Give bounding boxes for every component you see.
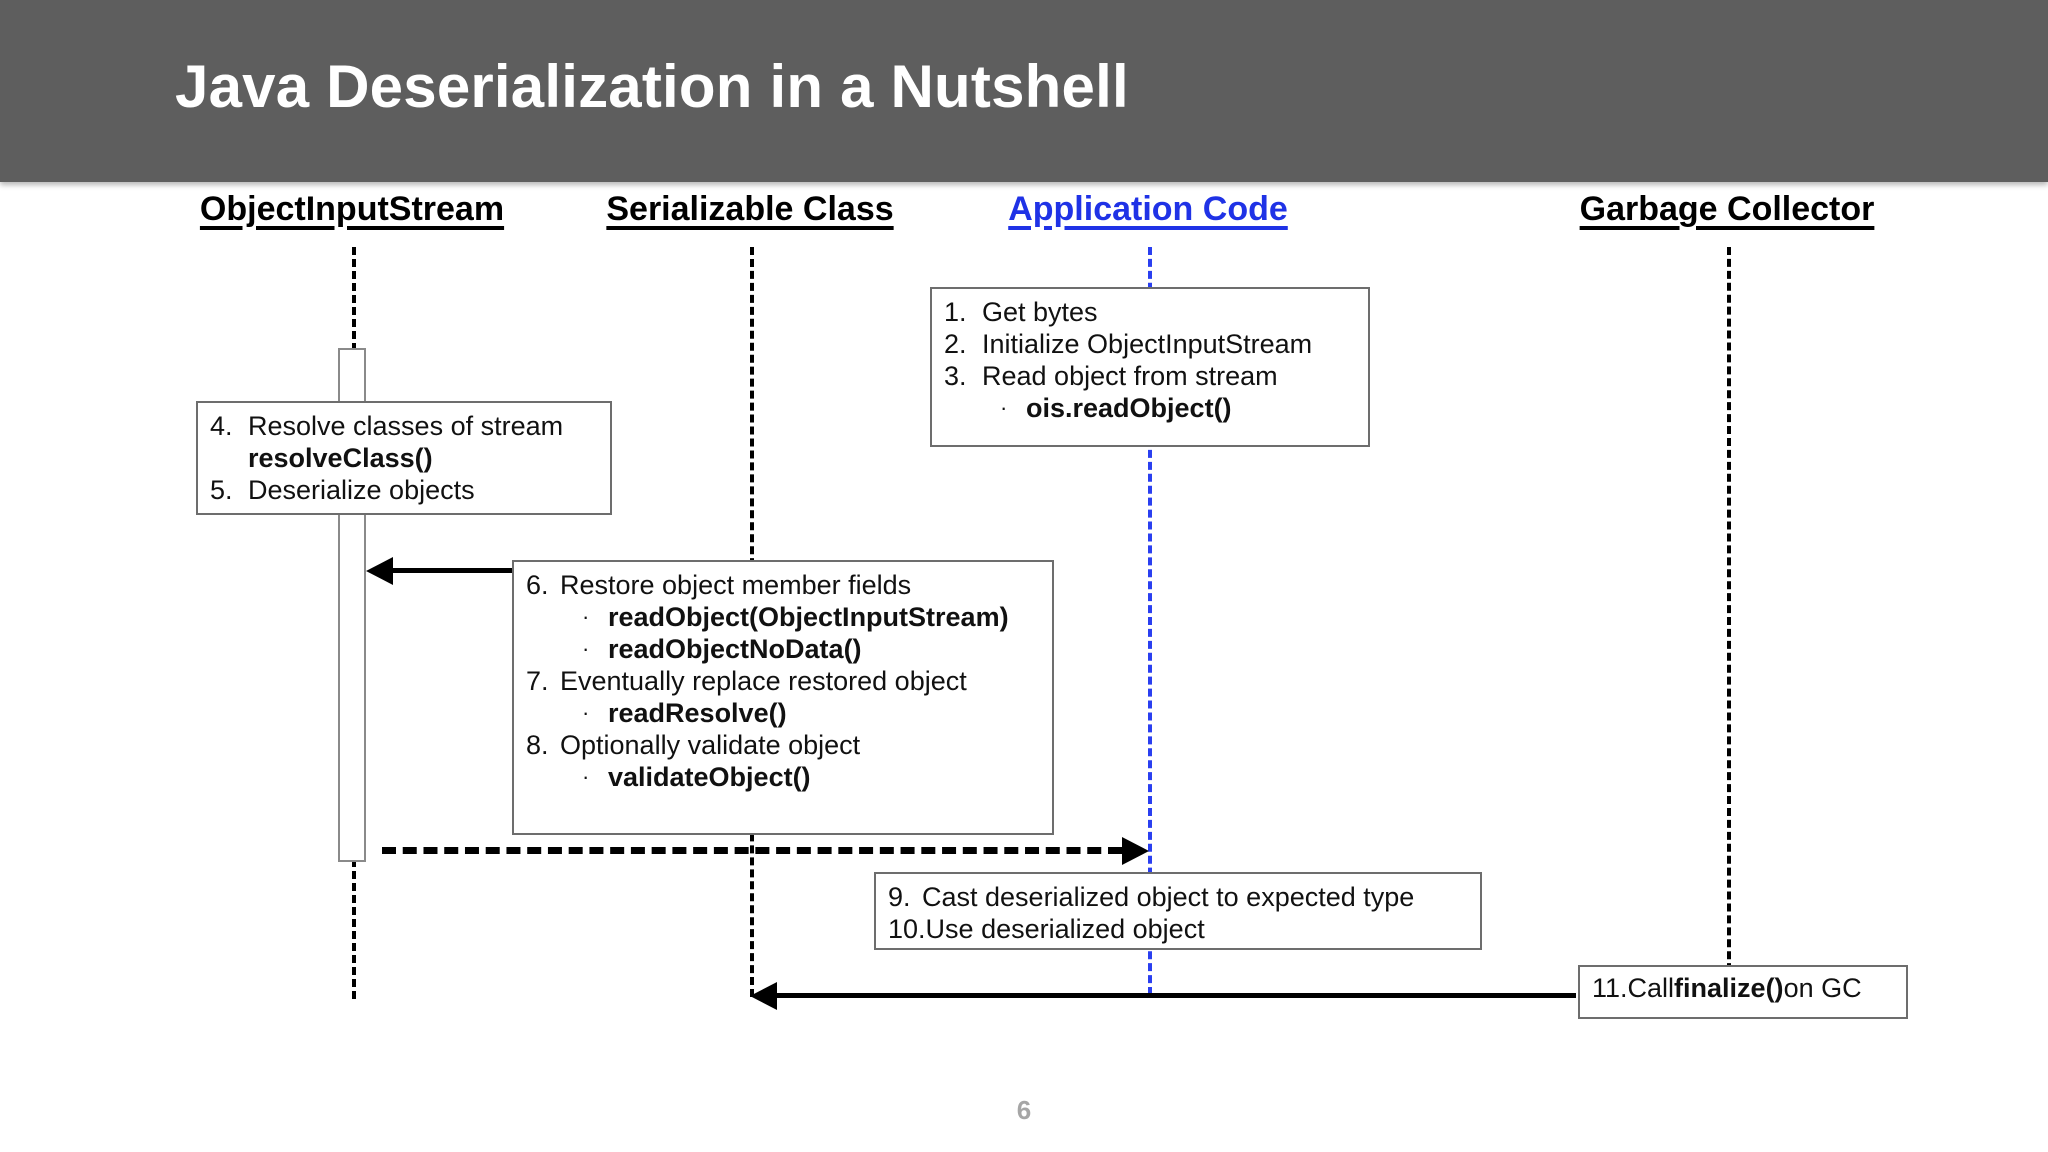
note-line-step-7: 7. Eventually replace restored object: [526, 665, 1042, 697]
note-sub-text: readObject(ObjectInputStream): [608, 602, 1009, 633]
bullet-icon: ·: [582, 636, 590, 662]
note-box-resolve-classes: 4. Resolve classes of stream resolveClas…: [196, 401, 612, 515]
note-sub-read-resolve: · readResolve(): [526, 697, 1042, 729]
note-box-finalize-on-gc: 11. Call finalize() on GC: [1578, 965, 1908, 1019]
note-step-number: 6.: [526, 570, 549, 600]
note-step-number: 10.: [888, 914, 926, 945]
lifeline-garbage-collector: [1727, 247, 1731, 995]
note-line-step-9: 9. Cast deserialized object to expected …: [888, 881, 1470, 913]
note-sub-validate-object: · validateObject(): [526, 761, 1042, 793]
note-step-text-method: finalize(): [1674, 973, 1784, 1003]
note-line-step-3: 3. Read object from stream: [944, 360, 1358, 392]
lifeline-header-serializable-class: Serializable Class: [606, 190, 894, 228]
note-step-number: 7.: [526, 666, 549, 697]
note-line-step-11: 11. Call finalize() on GC: [1592, 972, 1896, 1004]
note-sub-text: readObjectNoData(): [608, 634, 862, 665]
note-step-text: Use deserialized object: [925, 914, 1205, 945]
note-step-text-prefix: Call: [1627, 973, 1675, 1003]
note-sub-read-object-no-data: · readObjectNoData(): [526, 633, 1042, 665]
note-step-text: Cast deserialized object to expected typ…: [922, 882, 1415, 912]
bullet-icon: ·: [1000, 395, 1008, 421]
note-sub-text: ois.readObject(): [1026, 393, 1232, 424]
note-line-step-6: 6. Restore object member fields: [526, 569, 1042, 601]
note-sub-ois-readobject: · ois.readObject(): [944, 392, 1358, 424]
note-step-text-suffix: on GC: [1783, 973, 1862, 1003]
arrow-return-object-head-icon: [1122, 837, 1149, 865]
note-line-step-8: 8. Optionally validate object: [526, 729, 1042, 761]
note-line-step-2: 2. Initialize ObjectInputStream: [944, 328, 1358, 360]
note-sub-text: readResolve(): [608, 698, 787, 729]
note-line-resolve-class-method: resolveClass(): [248, 443, 433, 474]
note-step-text: Optionally validate object: [560, 730, 861, 761]
note-line-step-10: 10. Use deserialized object: [888, 913, 1470, 945]
note-step-text: Restore object member fields: [560, 570, 912, 600]
lifeline-application-code: [1148, 247, 1152, 995]
arrow-read-object-head-icon: [366, 557, 393, 585]
note-step-text: Eventually replace restored object: [560, 666, 967, 697]
note-box-restore-object: 6. Restore object member fields · readObj…: [512, 560, 1054, 835]
note-step-text: Resolve classes of stream: [248, 411, 564, 441]
lifeline-header-garbage-collector: Garbage Collector: [1579, 190, 1875, 228]
note-step-text: Get bytes: [982, 297, 1098, 327]
note-step-number: 5.: [210, 475, 233, 506]
note-step-number: 2.: [944, 329, 967, 360]
arrow-finalize-line: [776, 993, 1576, 998]
note-sub-read-object: · readObject(ObjectInputStream): [526, 601, 1042, 633]
note-step-text: Initialize ObjectInputStream: [982, 329, 1313, 360]
note-step-number: 3.: [944, 361, 967, 392]
sequence-diagram: ObjectInputStream Serializable Class App…: [0, 182, 2048, 1152]
arrow-return-object-line: [382, 847, 1122, 854]
bullet-icon: ·: [582, 604, 590, 630]
bullet-icon: ·: [582, 764, 590, 790]
note-step-number: 9.: [888, 882, 911, 912]
note-step-text: Deserialize objects: [248, 475, 475, 506]
note-step-number: 1.: [944, 297, 967, 327]
note-step-number: 8.: [526, 730, 549, 761]
page-title: Java Deserialization in a Nutshell: [175, 53, 1129, 120]
note-line-step-5: 5. Deserialize objects: [210, 474, 600, 506]
note-sub-text: validateObject(): [608, 762, 811, 793]
note-box-cast-and-use: 9. Cast deserialized object to expected …: [874, 872, 1482, 950]
slide-title-bar: Java Deserialization in a Nutshell: [0, 0, 2048, 182]
note-step-number: 11.: [1592, 973, 1628, 1003]
note-box-application-entry: 1. Get bytes 2. Initialize ObjectInputSt…: [930, 287, 1370, 447]
note-step-text: Read object from stream: [982, 361, 1278, 392]
note-line-step-4: 4. Resolve classes of stream: [210, 410, 600, 442]
lifeline-header-object-input-stream: ObjectInputStream: [199, 190, 505, 228]
note-line-step-1: 1. Get bytes: [944, 296, 1358, 328]
page-number: 6: [1016, 1095, 1032, 1125]
arrow-finalize-head-icon: [750, 982, 777, 1010]
lifeline-header-application-code: Application Code: [1008, 190, 1288, 228]
bullet-icon: ·: [582, 700, 590, 726]
note-step-number: 4.: [210, 411, 233, 441]
